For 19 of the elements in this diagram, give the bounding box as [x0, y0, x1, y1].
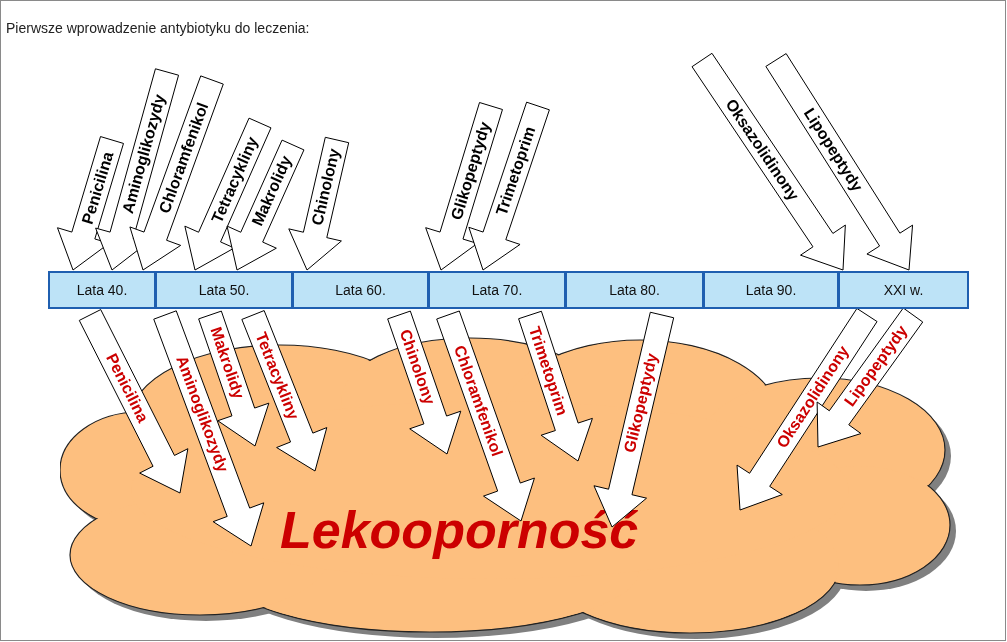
block-arrow [78, 309, 189, 494]
timeline-period: Lata 60. [292, 271, 429, 309]
block-arrow [468, 101, 550, 271]
block-arrow [518, 310, 593, 462]
block-arrow [436, 310, 535, 522]
heading-text: Pierwsze wprowadzenie antybiotyku do leczenia: [6, 20, 310, 36]
timeline-period: Lata 40. [48, 271, 156, 309]
block-arrow [816, 307, 924, 448]
cloud-title: Lekooporność [280, 500, 639, 560]
timeline-period: XXI w. [838, 271, 969, 309]
block-arrow [288, 136, 350, 271]
timeline-period: Lata 70. [428, 271, 566, 309]
timeline-period: Lata 90. [703, 271, 839, 309]
block-arrow [765, 53, 914, 271]
block-arrow [241, 310, 328, 472]
block-arrow [593, 311, 675, 528]
timeline-period: Lata 80. [565, 271, 704, 309]
block-arrow [226, 139, 305, 271]
timeline-period: Lata 50. [155, 271, 293, 309]
